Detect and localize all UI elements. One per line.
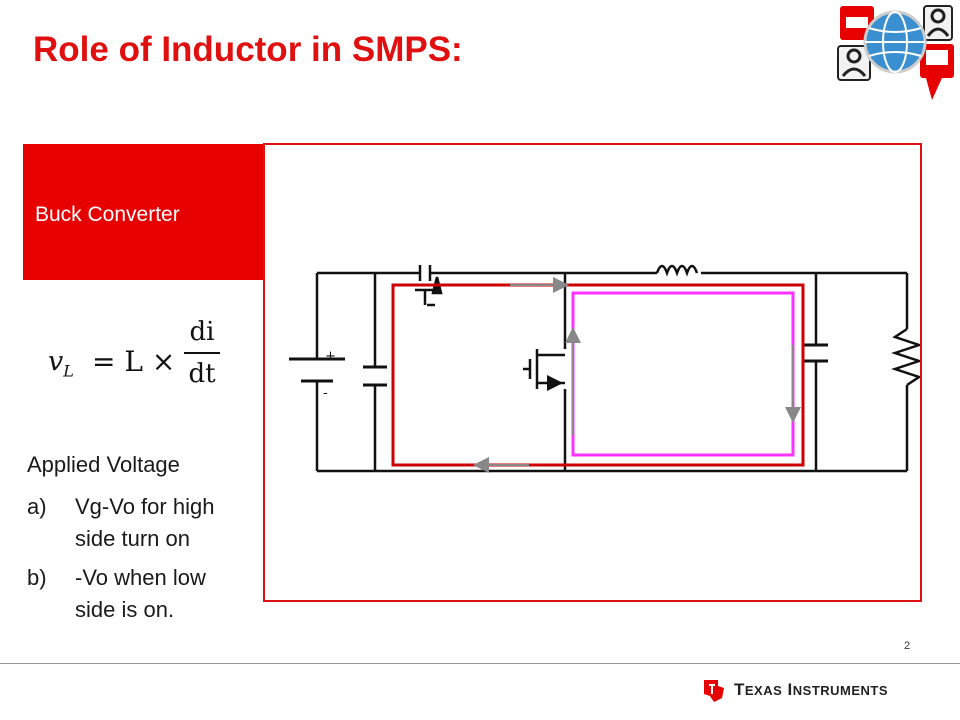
formula-lhs: vL — [48, 346, 74, 381]
source-battery-symbol — [289, 357, 345, 383]
list-marker: b) — [27, 565, 47, 590]
page-number: 2 — [904, 640, 911, 652]
low-side-current-loop — [571, 291, 795, 457]
plus-label: + — [325, 349, 336, 364]
fraction-bar — [184, 352, 220, 354]
ti-wordmark: TEXAS INSTRUMENTS — [734, 680, 889, 699]
list-item: b) -Vo when low side is on. — [27, 562, 247, 626]
applied-voltage-heading: Applied Voltage — [27, 452, 180, 477]
low-side-mosfet-symbol — [523, 349, 565, 391]
circuit-wires — [315, 271, 909, 473]
section-label: Buck Converter — [35, 203, 180, 226]
formula-operator: = L × — [92, 345, 176, 378]
inductor-symbol — [655, 264, 699, 277]
formula-fraction: di dt — [184, 315, 220, 391]
slide-title: Role of Inductor in SMPS: — [33, 30, 463, 69]
input-capacitor-symbol — [363, 365, 387, 387]
load-resistor-symbol — [891, 327, 920, 387]
section-header-box: Buck Converter — [23, 144, 265, 280]
list-item: a) Vg-Vo for high side turn on — [27, 491, 247, 555]
footer-divider — [0, 663, 960, 664]
current-direction-arrows — [473, 277, 801, 473]
list-text: -Vo when low side is on. — [75, 565, 206, 622]
applied-voltage-notes: Applied Voltage a) Vg-Vo for high side t… — [27, 449, 247, 633]
formula-denominator: dt — [188, 359, 216, 389]
ti-state-icon — [704, 680, 724, 702]
texas-instruments-logo: TEXAS INSTRUMENTS — [700, 676, 920, 706]
minus-label: - — [323, 386, 328, 401]
output-capacitor-symbol — [804, 343, 828, 363]
high-side-current-loop — [391, 283, 805, 467]
list-marker: a) — [27, 494, 47, 519]
formula-numerator: di — [189, 317, 215, 347]
list-text: Vg-Vo for high side turn on — [75, 494, 215, 551]
buck-converter-diagram: + - — [263, 143, 922, 602]
collaboration-logo — [832, 2, 956, 104]
